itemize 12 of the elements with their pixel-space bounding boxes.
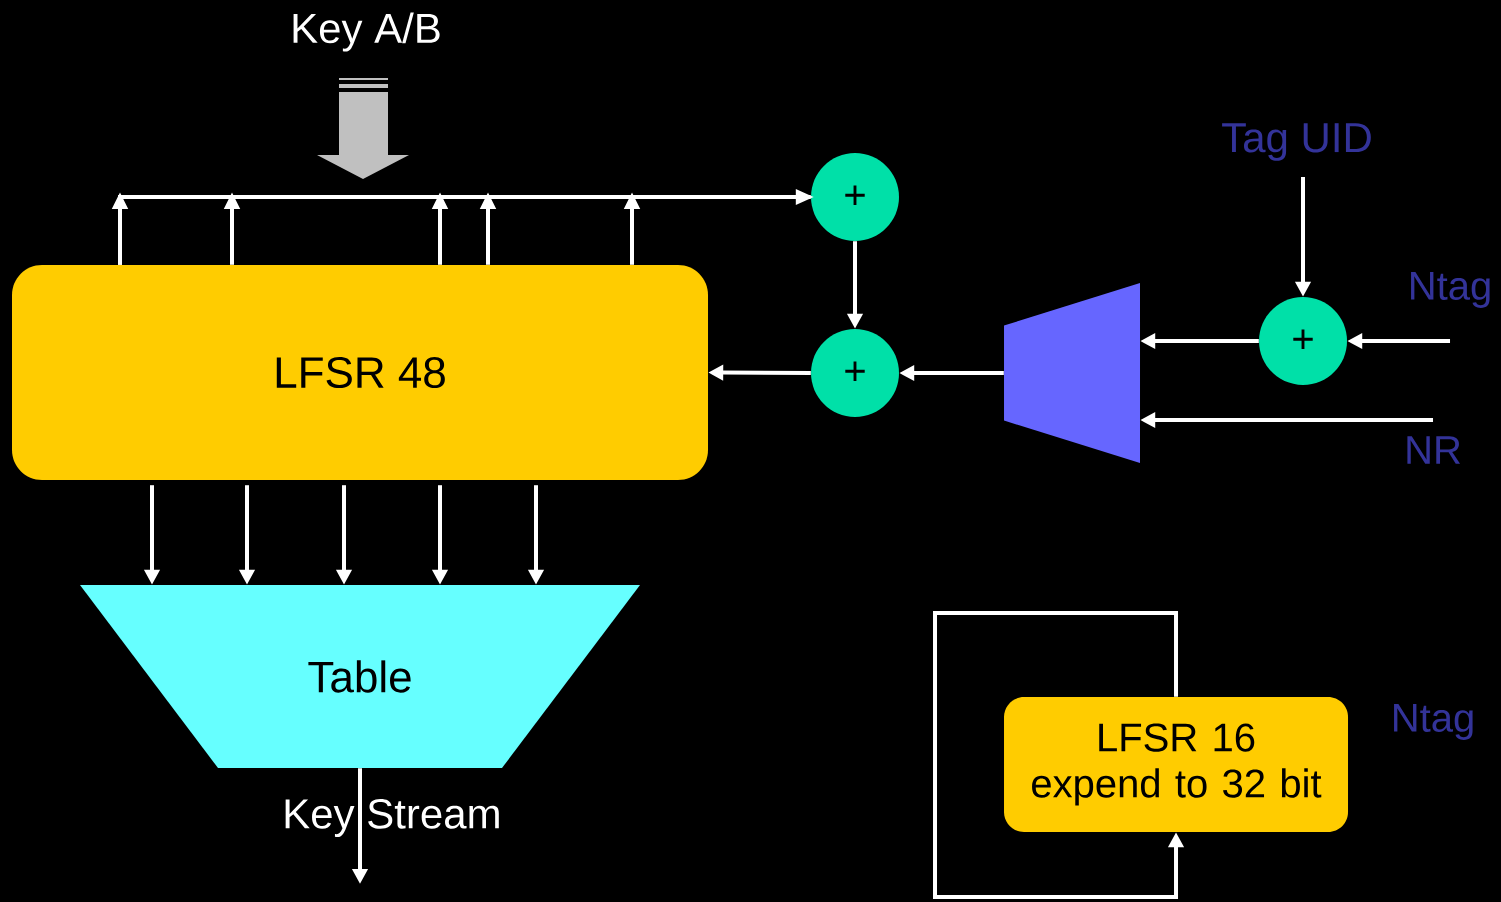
arrow	[111, 188, 813, 267]
edge-label: Key Stream	[285, 799, 499, 838]
input-label: NR	[1407, 436, 1461, 464]
side-label: Ntag	[1394, 704, 1473, 740]
compressor-trapezoid	[1004, 283, 1140, 463]
block-arrow	[317, 78, 409, 179]
table-trapezoid: Table	[80, 585, 640, 768]
input-label: Ntag	[1411, 272, 1490, 308]
register-box: LFSR 48	[12, 265, 708, 480]
input-label: Key A/B	[293, 12, 440, 52]
register-box: LFSR 16 expend to 32 bit	[1004, 697, 1348, 832]
input-label: Tag UID	[1222, 123, 1371, 161]
